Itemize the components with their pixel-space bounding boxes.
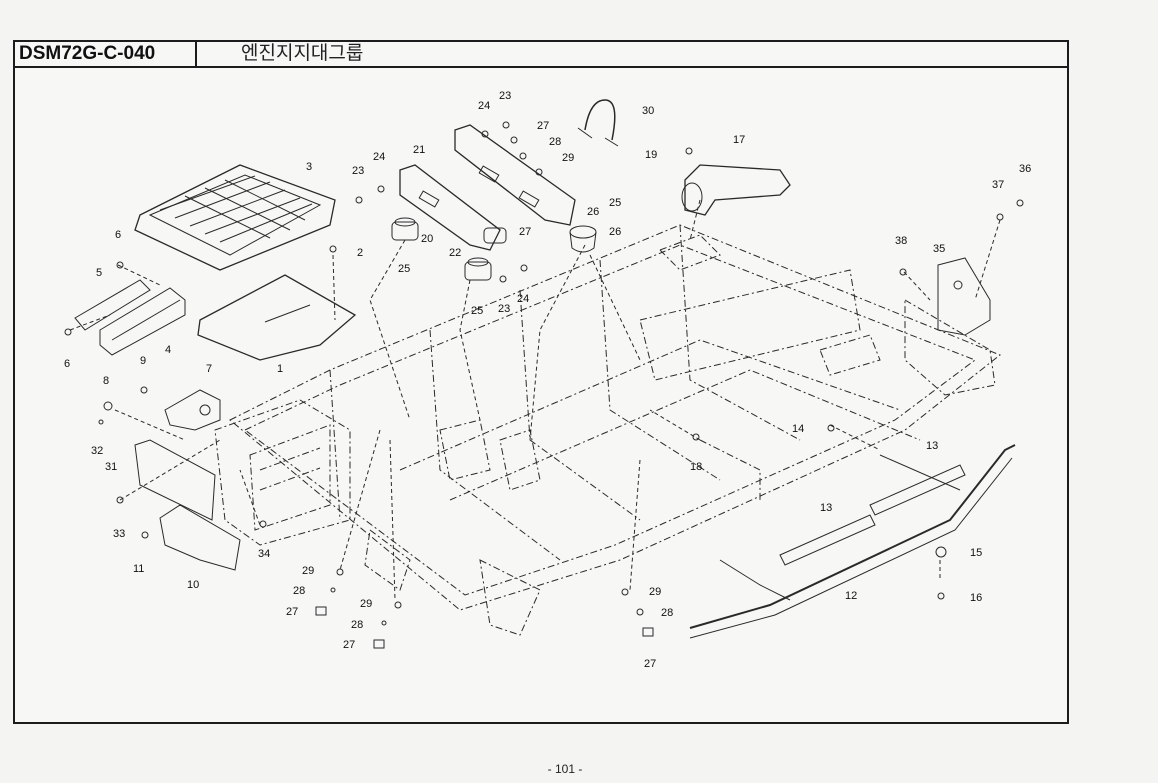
callout-22: 22 [449,247,461,259]
callout-33: 33 [113,528,125,540]
callout-28-right: 28 [661,607,673,619]
callout-29-top: 29 [562,152,574,164]
callout-34: 34 [258,548,270,560]
part-17-duct [681,164,791,216]
callout-27-mid: 27 [519,226,531,238]
callout-15: 15 [970,547,982,559]
part-30-clamp [577,99,619,147]
callout-35: 35 [933,243,945,255]
fasteners [64,121,1024,649]
diagram-frame: DSM72G-C-040 엔진지지대그룹 [13,40,1069,724]
callout-25-right: 25 [609,197,621,209]
part-3-grid-panel [134,164,336,271]
title-bar: DSM72G-C-040 엔진지지대그룹 [15,42,1067,68]
callout-27-top: 27 [537,120,549,132]
part-35-bracket [937,257,991,336]
callout-17: 17 [733,134,745,146]
callout-8: 8 [103,375,109,387]
part-20-21-22-plates [399,124,576,251]
callout-27-bottom-left: 27 [286,606,298,618]
callout-31: 31 [105,461,117,473]
part-31-plate [134,439,216,521]
page-number: - 101 - [547,762,583,776]
part-4-5-bracket [74,279,186,356]
part-25-mounts [391,217,507,281]
part-1-plate [197,274,357,361]
callout-26-lower: 26 [609,226,621,238]
callout-28-top: 28 [549,136,561,148]
callout-1: 1 [277,363,283,375]
part-10-plate [159,504,241,571]
model-code: DSM72G-C-040 [15,42,197,66]
callout-26-upper: 26 [587,206,599,218]
callout-28-left: 28 [293,585,305,597]
callout-7: 7 [206,363,212,375]
leader-lines [69,199,1001,601]
callout-13-left: 13 [820,502,832,514]
callout-24-top: 24 [478,100,490,112]
part-7-bracket [164,389,221,431]
callout-5: 5 [96,267,102,279]
callout-36: 36 [1019,163,1031,175]
callout-29-left: 29 [302,565,314,577]
callout-27-bottom-center: 27 [343,639,355,651]
callout-18: 18 [690,461,702,473]
callout-38: 38 [895,235,907,247]
callout-2: 2 [357,247,363,259]
callout-9: 9 [140,355,146,367]
callout-21: 21 [413,144,425,156]
callout-29-center: 29 [360,598,372,610]
group-name: 엔진지지대그룹 [241,42,364,64]
callout-13-right: 13 [926,440,938,452]
callout-37: 37 [992,179,1004,191]
callout-11: 11 [133,563,144,575]
callout-4: 4 [165,344,171,356]
callout-6-upper: 6 [115,229,121,241]
callout-30: 30 [642,105,654,117]
callout-32: 32 [91,445,103,457]
callout-25-mid: 25 [471,305,483,317]
callout-24-left: 24 [373,151,385,163]
part-26-mount [569,225,597,253]
callout-16: 16 [970,592,982,604]
chassis-frame [214,224,1001,636]
callout-12: 12 [845,590,857,602]
callout-19: 19 [645,149,657,161]
part-12-step [689,444,1016,639]
callout-labels: 1 2 3 4 5 6 6 7 8 9 10 11 12 13 13 14 15… [64,90,1031,670]
callout-3: 3 [306,161,312,173]
callout-24-mid: 24 [517,293,529,305]
callout-27-bottom-right: 27 [644,658,656,670]
callout-23-top: 23 [499,90,511,102]
callout-29-right: 29 [649,586,661,598]
callout-23-mid: 23 [498,303,510,315]
callout-23-left: 23 [352,165,364,177]
callout-25-left: 25 [398,263,410,275]
callout-10: 10 [187,579,199,591]
callout-28-center: 28 [351,619,363,631]
callout-20: 20 [421,233,433,245]
callout-14: 14 [792,423,804,435]
callout-6-lower: 6 [64,358,70,370]
